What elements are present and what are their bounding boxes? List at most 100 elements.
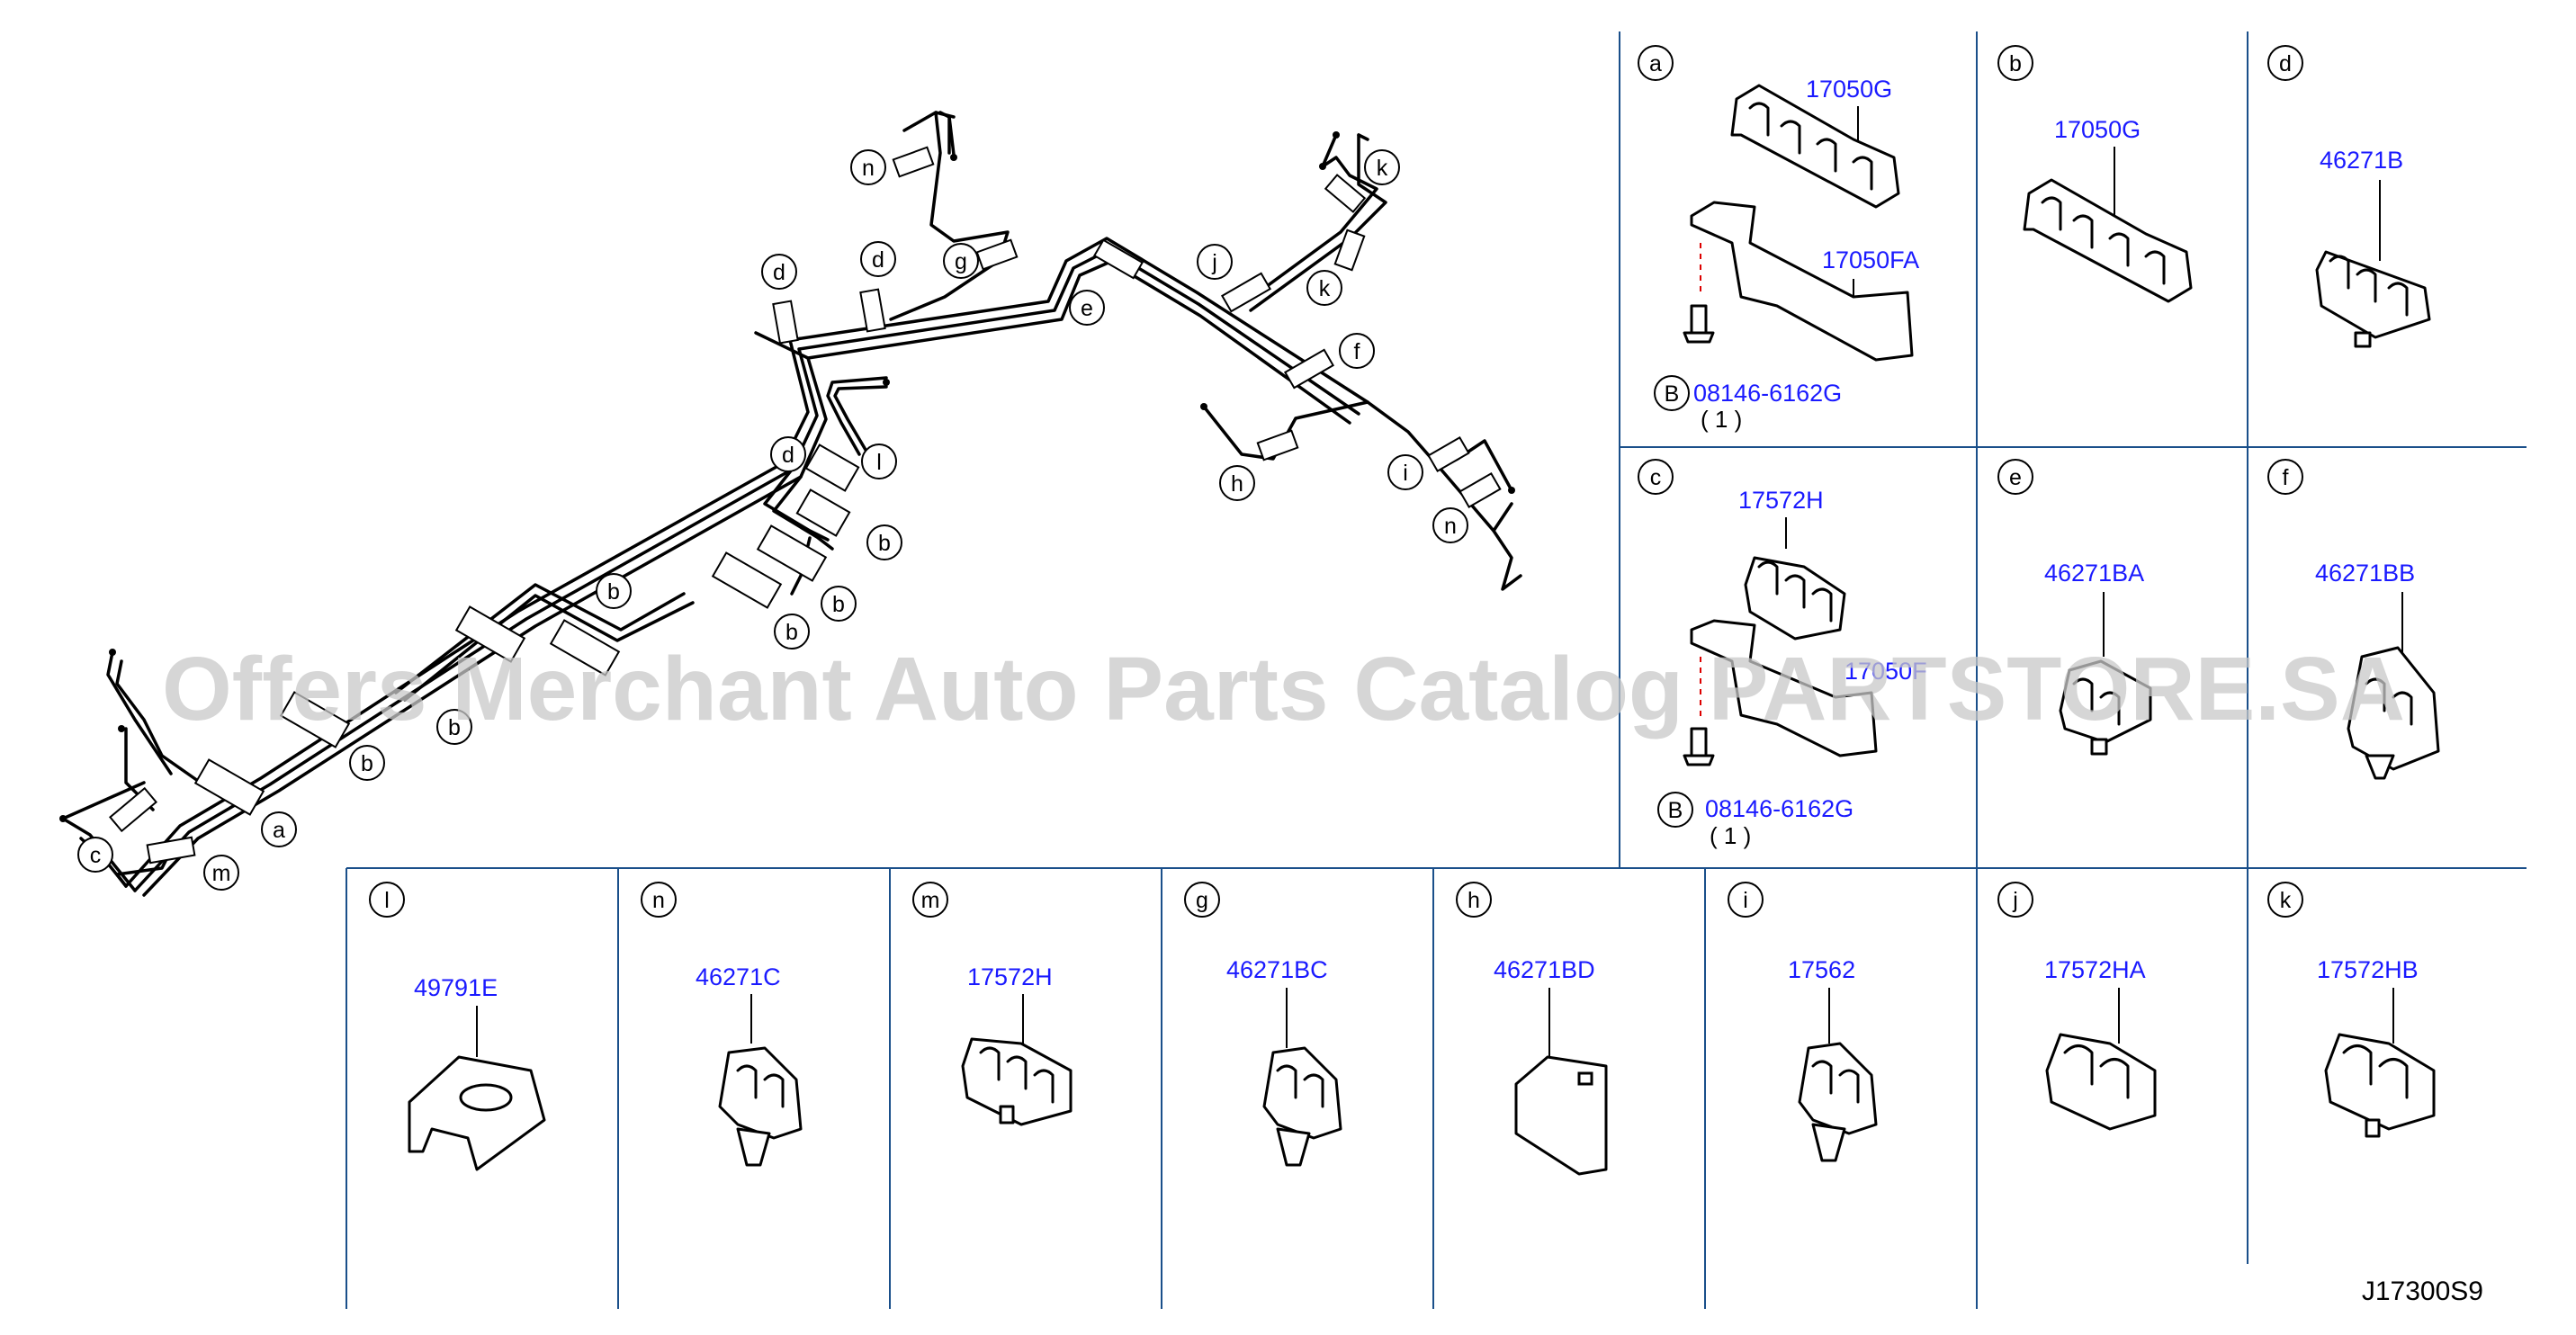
panel-letter: b [2009, 51, 2022, 76]
callout-letter: b [448, 715, 461, 740]
panel-e: e 46271BA [1997, 459, 2152, 756]
part-number-17572H: 17572H [1738, 487, 1824, 514]
panel-letter: i [1743, 888, 1748, 913]
callout-letter: b [878, 531, 891, 556]
part-number-46271BA: 46271BA [2044, 560, 2144, 587]
panel-g: g 46271BC [1184, 882, 1342, 1167]
callout-letter: b [361, 751, 373, 776]
bolt-letter: B [1668, 798, 1683, 823]
panel-letter: f [2283, 465, 2289, 490]
panel-c: c 17572H 17050F B 08146-6162G ( 1 ) [1638, 459, 1927, 849]
callout-i: i [1387, 454, 1423, 490]
part-number-17050G: 17050G [2054, 116, 2141, 143]
callout-d2: d [860, 241, 896, 277]
callout-k2: k [1306, 270, 1342, 306]
panel-letter: n [652, 888, 665, 913]
callout-letter: m [212, 861, 231, 886]
callout-n2: n [1432, 507, 1468, 543]
callout-g: g [943, 243, 979, 279]
part-number-17050F: 17050F [1844, 658, 1927, 685]
callout-letter: n [1444, 514, 1457, 539]
quantity: ( 1 ) [1701, 406, 1742, 433]
panel-h: h 46271BD [1456, 882, 1608, 1176]
panel-letter: d [2279, 51, 2292, 76]
panel-d: d 46271B [2267, 45, 2431, 348]
callout-letter: k [1319, 276, 1331, 301]
callout-d3: d [770, 436, 806, 472]
callout-letter: b [832, 592, 845, 617]
callout-j: j [1197, 244, 1233, 280]
panel-b: b 17050G [1997, 45, 2193, 303]
callout-e: e [1069, 290, 1105, 326]
part-number-46271BC: 46271BC [1226, 956, 1328, 983]
callout-b6: b [349, 745, 385, 781]
part-number-46271B: 46271B [2320, 147, 2403, 174]
callout-l: l [861, 444, 897, 479]
callout-b5: b [436, 709, 472, 745]
part-number-17572H: 17572H [967, 963, 1053, 990]
panel-letter: c [1650, 465, 1662, 490]
panel-letter: a [1649, 51, 1662, 76]
panel-l: l 49791E [369, 882, 546, 1171]
callout-b4: b [821, 586, 857, 622]
watermark-text: Offers Merchant Auto Parts Catalog PARTS… [162, 639, 2405, 739]
part-number-bolt: 08146-6162G [1705, 795, 1853, 822]
diagram-code: J17300S9 [2362, 1277, 2483, 1306]
callout-letter: h [1231, 471, 1243, 497]
part-number-49791E: 49791E [414, 974, 498, 1001]
callout-letter: d [773, 260, 785, 285]
brake-pipe-routing [59, 111, 1522, 897]
quantity: ( 1 ) [1710, 822, 1751, 849]
callout-k1: k [1364, 149, 1400, 185]
callout-n1: n [850, 149, 886, 185]
callout-letter: b [785, 620, 798, 645]
callout-letter: n [862, 156, 875, 181]
part-number-46271BB: 46271BB [2315, 560, 2415, 587]
part-number-46271C: 46271C [696, 963, 781, 990]
callout-b2: b [596, 573, 632, 609]
callout-letter: k [1377, 156, 1388, 181]
callout-c: c [77, 837, 113, 873]
panel-f: f 46271BB [2267, 459, 2440, 780]
panel-letter: k [2280, 888, 2292, 913]
part-number-17050G: 17050G [1806, 76, 1892, 103]
panel-i: i 17562 [1728, 882, 1878, 1162]
part-number-bolt: 08146-6162G [1693, 380, 1842, 407]
callout-letter: d [872, 247, 884, 273]
part-number-17572HB: 17572HB [2317, 956, 2419, 983]
part-number-17050FA: 17050FA [1822, 246, 1919, 273]
panel-k: k 17572HB [2267, 882, 2436, 1138]
callout-m: m [203, 855, 239, 891]
callout-f: f [1339, 333, 1375, 369]
callout-letter: e [1081, 296, 1093, 321]
part-number-17572HA: 17572HA [2044, 956, 2146, 983]
panel-letter: m [921, 888, 940, 913]
panel-grid [346, 31, 2527, 1309]
callout-h: h [1219, 465, 1255, 501]
callout-letter: g [955, 249, 967, 274]
callout-letter: l [876, 450, 882, 475]
panel-m: m 17572H [912, 882, 1073, 1126]
callout-letter: c [90, 843, 102, 868]
callout-letter: i [1403, 461, 1408, 486]
panel-letter: j [2012, 888, 2018, 913]
callout-letter: d [782, 443, 794, 468]
panel-letter: l [384, 888, 390, 913]
part-number-17562: 17562 [1788, 956, 1855, 983]
panel-a: a 17050G 17050FA B 08146-6162G ( 1 ) [1638, 45, 1919, 433]
callout-b1: b [866, 524, 902, 560]
bolt-letter: B [1665, 381, 1680, 407]
callout-letter: j [1211, 250, 1217, 275]
callout-letter: a [273, 818, 285, 843]
part-number-46271BD: 46271BD [1494, 956, 1595, 983]
panel-n: n 46271C [641, 882, 803, 1167]
callout-a: a [261, 811, 297, 847]
pipe-clips [109, 146, 1502, 865]
panel-j: j 17572HA [1997, 882, 2157, 1131]
callout-b3: b [774, 614, 810, 650]
callout-letter: b [607, 579, 620, 605]
panel-letter: h [1468, 888, 1480, 913]
panel-letter: g [1196, 888, 1208, 913]
callout-letter: f [1354, 339, 1360, 364]
